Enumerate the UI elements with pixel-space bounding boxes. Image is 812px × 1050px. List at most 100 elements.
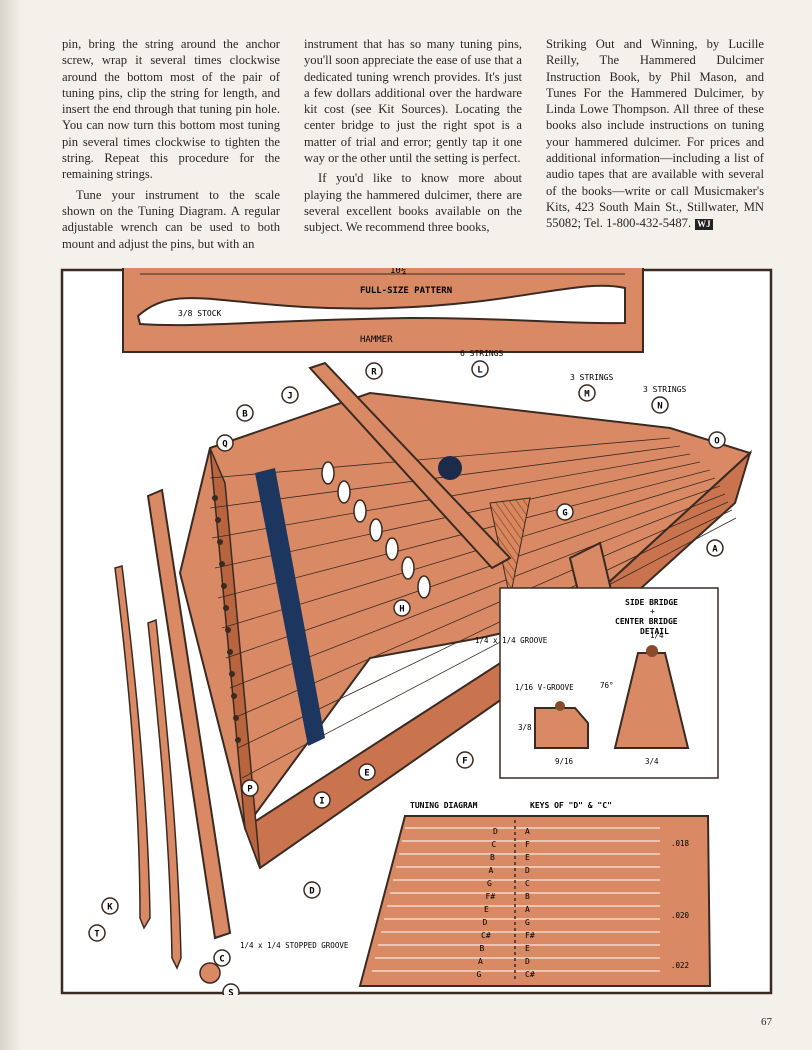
right-note: E <box>525 944 530 953</box>
svg-text:R: R <box>371 368 377 378</box>
right-note: B <box>525 892 530 901</box>
callout-m: M <box>578 384 596 402</box>
svg-text:C: C <box>219 955 224 965</box>
center-bridge <box>308 361 512 570</box>
svg-text:P: P <box>247 785 253 795</box>
left-note: A <box>489 866 494 875</box>
detail-title-2: + <box>650 607 655 616</box>
callout-g: G <box>556 503 574 521</box>
gauge-2: .020 <box>671 911 690 920</box>
svg-text:A: A <box>712 545 718 555</box>
text-column-2: instrument that has so many tuning pins,… <box>304 36 522 236</box>
left-note: F# <box>486 892 496 901</box>
right-note: A <box>525 827 530 836</box>
callout-o: O <box>708 431 726 449</box>
callout-q: Q <box>216 434 234 452</box>
dim-three-eighths: 3/8 <box>518 723 532 732</box>
detail-title-4: DETAIL <box>640 627 669 636</box>
left-note: G <box>487 879 492 888</box>
pattern-caption: HAMMER <box>360 335 393 345</box>
paragraph-text: Striking Out and Winning, by Lucille Rei… <box>546 37 764 231</box>
right-note: C# <box>525 970 535 979</box>
svg-text:S: S <box>228 989 233 996</box>
callout-b: B <box>236 404 254 422</box>
detail-title-3: CENTER BRIDGE <box>615 617 678 626</box>
svg-text:O: O <box>714 437 720 447</box>
gauge-3: .022 <box>671 961 689 970</box>
page-gutter <box>0 0 22 1050</box>
right-note: D <box>525 957 530 966</box>
angle-label: 76° <box>600 681 614 690</box>
detail-title-1: SIDE BRIDGE <box>625 598 678 607</box>
callout-f: F <box>456 751 474 769</box>
svg-text:I: I <box>319 797 324 807</box>
right-note: D <box>525 866 530 875</box>
side-rail <box>146 488 232 940</box>
rosette <box>438 456 462 480</box>
tuning-title: TUNING DIAGRAM <box>410 801 478 810</box>
pattern-title: FULL-SIZE PATTERN <box>360 286 452 296</box>
right-note: F# <box>525 931 535 940</box>
right-note: F <box>525 840 530 849</box>
svg-text:B: B <box>242 410 248 420</box>
paragraph: instrument that has so many tuning pins,… <box>304 37 522 166</box>
bridge-cap <box>199 962 221 984</box>
left-note: C# <box>481 931 491 940</box>
callout-e: E <box>358 763 376 781</box>
svg-text:N: N <box>657 402 662 412</box>
pattern-stock: 3/8 STOCK <box>178 309 222 318</box>
strings-label-l: 6 STRINGS <box>460 349 504 358</box>
left-note: D <box>493 827 498 836</box>
right-note: E <box>525 853 530 862</box>
paragraph: Tune your instrument to the scale shown … <box>62 187 280 251</box>
left-note: C <box>492 840 497 849</box>
v-groove-label: 1/16 V-GROOVE <box>515 683 574 692</box>
svg-text:M: M <box>584 390 590 400</box>
center-groove-label: 1/4 x 1/4 GROOVE <box>475 636 548 645</box>
callout-c: C <box>213 949 231 967</box>
side-bridge <box>255 468 325 746</box>
strings-label-m: 3 STRINGS <box>570 373 614 382</box>
callout-i: I <box>313 791 331 809</box>
dulcimer-body <box>178 361 753 870</box>
svg-text:Q: Q <box>222 440 228 450</box>
dim-quarter: 1/4 <box>650 631 664 640</box>
right-note: G <box>525 918 530 927</box>
svg-text:T: T <box>94 930 100 940</box>
right-note: C <box>525 879 530 888</box>
left-note: G <box>477 970 482 979</box>
left-note: A <box>478 957 483 966</box>
tuning-diagram: TUNING DIAGRAM KEYS OF "D" & "C" .018 .0… <box>358 801 712 987</box>
svg-text:L: L <box>477 366 483 376</box>
callout-n: N <box>651 396 669 414</box>
tuning-keys: KEYS OF "D" & "C" <box>530 801 612 810</box>
dim-three-quarters: 3/4 <box>645 757 659 766</box>
hammer-1 <box>114 565 151 930</box>
svg-text:G: G <box>562 509 567 519</box>
pattern-dimension: 10¼ <box>390 268 406 276</box>
hammer-silhouette <box>136 284 626 327</box>
paragraph: If you'd like to know more about playing… <box>304 171 522 235</box>
paragraph: Striking Out and Winning, by Lucille Rei… <box>546 36 764 232</box>
callout-t: T <box>88 924 106 942</box>
svg-text:J: J <box>287 392 292 402</box>
callout-j: J <box>281 386 299 404</box>
callout-d: D <box>303 881 321 899</box>
end-mark: WJ <box>695 218 713 230</box>
left-note: B <box>480 944 485 953</box>
callout-p: P <box>241 779 259 797</box>
callout-l: L <box>471 360 489 378</box>
text-column-1: pin, bring the string around the anchor … <box>62 36 280 252</box>
svg-text:K: K <box>107 903 113 913</box>
left-note: B <box>490 853 495 862</box>
callout-s: S <box>222 983 240 996</box>
callout-k: K <box>101 897 119 915</box>
gauge-1: .018 <box>671 839 690 848</box>
dim-nine-sixteenths: 9/16 <box>555 757 574 766</box>
hammer-pattern-panel: 10¼ FULL-SIZE PATTERN 3/8 STOCK HAMMER <box>122 268 644 353</box>
text-column-3: Striking Out and Winning, by Lucille Rei… <box>546 36 764 232</box>
left-note: D <box>483 918 488 927</box>
strings-label-n: 3 STRINGS <box>643 385 687 394</box>
